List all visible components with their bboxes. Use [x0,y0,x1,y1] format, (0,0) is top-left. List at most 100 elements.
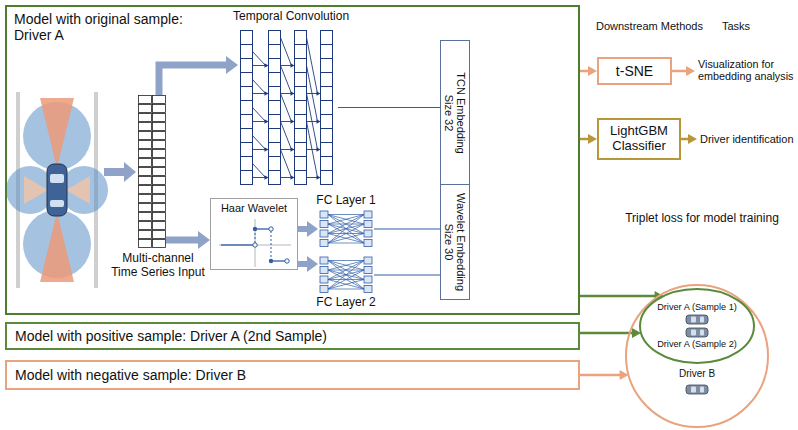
tcn-diagram-part [241,101,253,115]
task-label: Visualization for embedding analysis [698,58,795,83]
time-series-grid [138,95,166,248]
time-series-grid-part [139,222,152,230]
tcn-diagram-part [307,122,318,178]
dense-layer-part [328,280,364,290]
tcn-diagram-part [291,147,295,151]
tcn-diagram [238,30,338,185]
connector [159,56,238,95]
tcn-diagram-part [281,66,292,94]
time-series-grid-part [139,105,152,113]
tcn-diagram-part [291,63,295,67]
time-series-grid-part [153,159,166,167]
wavelet-box: Haar Wavelet [210,198,298,270]
tcn-diagram-part [317,147,321,151]
driver-label: Driver B [625,368,769,380]
connector [166,231,210,249]
tcn-diagram-part [281,94,292,122]
dense-layer-part [328,243,364,244]
time-series-grid-part [153,114,166,122]
dense-layer-part [328,215,364,225]
connector-line [159,65,227,95]
tcn-diagram-part [295,157,307,171]
time-series-grid-part [153,231,166,239]
sensor-cone [40,98,74,168]
positive-ellipse-outline-part [640,289,754,363]
tcn-diagram-part [321,171,333,185]
haar-plot-part [253,227,257,231]
time-series-grid-part [153,177,166,185]
tcn-diagram-part [295,129,307,143]
embedding-label: TCN Embedding Size 32 [443,67,467,159]
positive-ellipse-outline [639,288,755,364]
dense-layer [318,256,374,294]
dense-layer-part [328,261,364,271]
tcn-diagram-part [253,121,266,122]
sensor-cone [40,212,74,282]
connector-line [580,295,656,298]
dense-layer-part [320,276,328,283]
dense-layer-part [328,215,364,234]
positive-ellipse-outline-part [686,315,708,324]
positive-ellipse-outline-part [700,317,704,323]
tcn-diagram-part [295,45,307,59]
input-arrow [104,162,136,182]
task-label: Driver identification [700,133,795,146]
dense-layer-part [328,261,364,290]
time-series-grid-part [139,132,152,140]
tcn-diagram-part [241,115,253,129]
triplet-circle: Driver B Driver A (Sample 1)Driver A (Sam… [625,284,769,428]
triplet-circle-outline-part [626,285,768,427]
input-label: Multi-channel Time Series Input [110,252,206,280]
dense-layer-part [328,215,364,244]
time-series-grid-part [139,204,152,212]
frame-title: Model with original sample: Driver A [14,11,219,43]
car-window [50,200,64,207]
tcn-diagram-part [253,80,266,94]
time-series-grid-part [153,204,166,212]
tcn-diagram-part [295,143,307,157]
time-series-grid-part [153,222,166,230]
tcn-diagram-part [253,52,266,66]
dense-layer-part [328,215,364,244]
time-series-grid-part [139,96,152,104]
connector-line [580,374,621,377]
time-series-grid-part [153,123,166,131]
time-series-grid-part [153,105,166,113]
dense-layer-part [364,286,372,293]
tcn-diagram-part [321,157,333,171]
tcn-diagram-part [253,149,266,150]
time-series-grid-part [139,186,152,194]
section-title: Triplet loss for model training [612,212,792,226]
tcn-diagram-part [281,65,292,66]
connector-line [298,226,308,232]
dense-layer-part [328,214,364,215]
connector [298,256,318,272]
tcn-diagram-part [295,31,307,45]
connector [374,275,440,276]
tcn-diagram-part [269,101,281,115]
method-box: t-SNE [597,57,672,85]
tcn-diagram-part [269,45,281,59]
time-series-grid-part [139,177,152,185]
dense-layer-part [328,234,364,244]
connector [374,229,440,230]
tcn-diagram-part [321,45,333,59]
dense-layer-part [320,267,328,274]
positive-ellipse: Driver A (Sample 1)Driver A (Sample 2) [639,288,755,364]
tcn-diagram-part [269,59,281,73]
dense-layer-part [320,230,328,237]
tcn-diagram-part [269,143,281,157]
tcn-diagram-part [269,73,281,87]
time-series-grid-part [153,240,166,248]
method-name: t-SNE [616,63,653,79]
tcn-diagram-part [307,66,318,122]
dense-layer-part [364,221,372,228]
arrowhead [307,256,318,272]
connector [580,370,629,380]
dense-layer-part [320,240,328,247]
tcn-diagram-part [269,87,281,101]
tcn-diagram-part [253,93,266,94]
dense-layer-part [364,230,372,237]
tcn-diagram-part [241,171,253,185]
tcn-diagram-part [321,73,333,87]
